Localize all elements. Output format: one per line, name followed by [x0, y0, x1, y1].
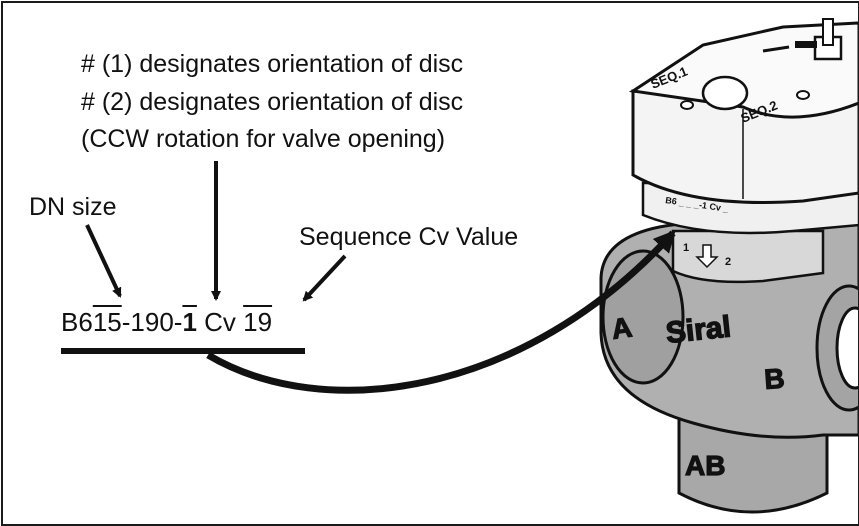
position-mark	[762, 45, 790, 53]
dn-size-label: DN size	[29, 193, 117, 221]
dn-size-arrow	[85, 224, 122, 298]
valve-illustration: B6 _ _ _-1 Cv _ 1 2 SEQ.1 SEQ.2 A B AB S…	[599, 18, 858, 514]
part-code-orientation: 1	[182, 307, 197, 337]
valve-neck	[671, 229, 825, 284]
position-1-label: 1	[683, 242, 689, 254]
port-a-label: A	[610, 311, 634, 345]
part-code-middle: -190-	[121, 307, 183, 337]
flow-arrow-icon	[695, 244, 719, 269]
part-code: B615-190-1 Cv 19	[61, 307, 272, 337]
shaft-stem	[822, 18, 834, 46]
brand-logo: Siral	[664, 310, 732, 350]
position-pointer	[795, 41, 817, 48]
orientation-note-2: # (2) designates orientation of disc	[81, 88, 464, 116]
port-b-label: B	[763, 363, 785, 395]
part-code-prefix: B6	[61, 307, 93, 337]
port-ab-label: AB	[685, 450, 725, 481]
screw-hole-right	[796, 90, 810, 100]
part-code-cv-label: Cv	[196, 307, 244, 337]
part-code-cv-value: 19	[243, 307, 273, 337]
screw-hole-left	[680, 100, 694, 110]
actuator-housing	[631, 89, 858, 204]
position-2-label: 2	[725, 256, 731, 268]
actuator-top-hole	[701, 75, 749, 111]
orientation-note-1: # (1) designates orientation of disc	[81, 50, 464, 78]
orientation-note-3: (CCW rotation for valve opening)	[81, 125, 446, 153]
sequence-cv-arrow	[302, 254, 347, 302]
part-code-dn: 15	[92, 307, 122, 337]
reference-curved-arrow	[206, 230, 676, 394]
valve-port-b-bore	[835, 306, 858, 390]
sequence-cv-label: Sequence Cv Value	[299, 223, 519, 251]
diagram-graphics: B6 _ _ _-1 Cv _ 1 2 SEQ.1 SEQ.2 A B AB S…	[61, 18, 858, 514]
